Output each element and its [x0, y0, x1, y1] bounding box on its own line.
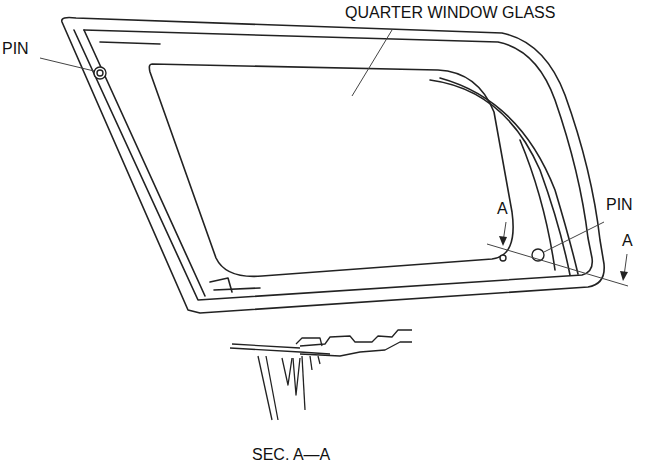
leader-line	[40, 58, 94, 71]
frame-edge	[84, 30, 205, 296]
part-label: PIN	[2, 40, 29, 58]
part-label: A	[622, 232, 633, 250]
part-label: QUARTER WINDOW GLASS	[345, 4, 555, 22]
part-label: PIN	[606, 196, 633, 214]
frame-bottom-line	[214, 288, 260, 290]
glass-opening	[149, 64, 513, 276]
outer-frame	[62, 18, 604, 314]
part-label: SEC. A—A	[252, 446, 330, 464]
frame-corner	[210, 278, 232, 292]
glass-edge-3	[520, 140, 555, 270]
pin-symbol	[97, 70, 103, 76]
section-view	[230, 330, 412, 420]
glass-edge-2	[440, 78, 578, 274]
hole-symbol	[500, 255, 506, 261]
leader-line	[352, 30, 392, 96]
arrowhead	[499, 236, 507, 246]
pin-symbol	[94, 67, 106, 79]
inner-frame	[74, 30, 592, 300]
frame-top-line	[100, 42, 160, 44]
leader-line	[544, 222, 604, 252]
arrowhead	[620, 271, 628, 281]
part-label: A	[497, 200, 508, 218]
section-line	[487, 244, 628, 286]
